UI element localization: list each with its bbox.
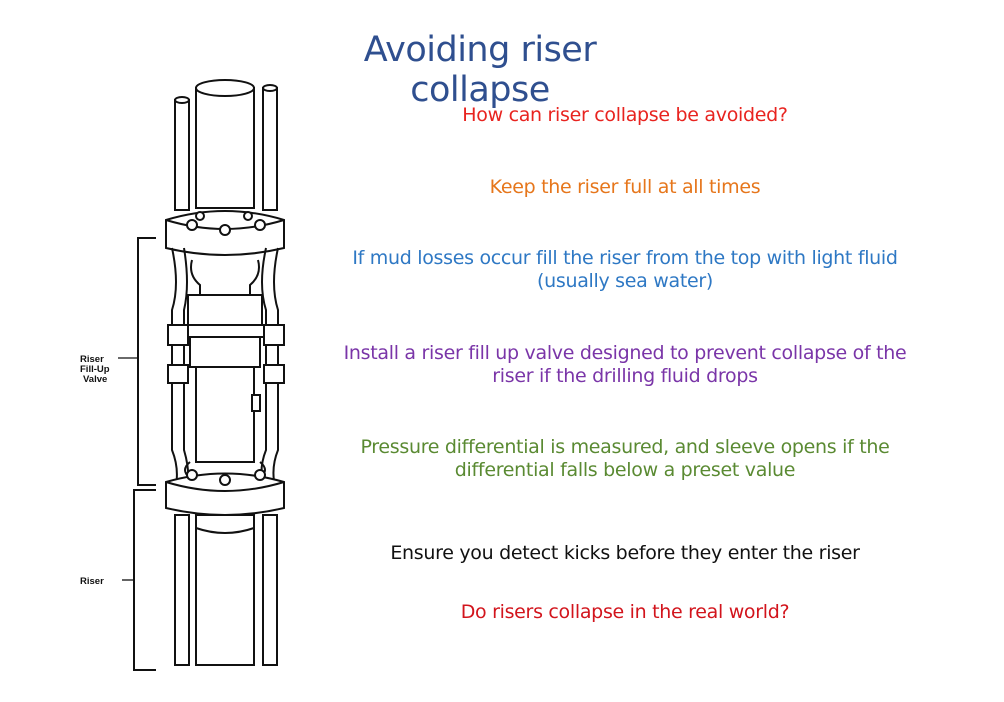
- bullet-pressure-differential: Pressure differential is measured, and s…: [360, 436, 890, 481]
- label-riser: Riser: [80, 576, 104, 587]
- label-riser-fill-up-valve-line1: Riser: [80, 354, 104, 365]
- label-riser-fill-up-valve-line2: Fill-Up: [80, 364, 110, 375]
- bullet-question-real-world: Do risers collapse in the real world?: [460, 601, 790, 623]
- label-riser-fill-up-valve-line3: Valve: [83, 374, 107, 385]
- bullet-detect-kicks: Ensure you detect kicks before they ente…: [390, 542, 860, 564]
- riser-fill-up-valve-diagram: Riser Fill-Up Valve Riser: [80, 79, 285, 671]
- bullet-question-avoid: How can riser collapse be avoided?: [462, 104, 788, 126]
- bullet-keep-full: Keep the riser full at all times: [489, 176, 761, 198]
- slide-title: Avoiding riser collapse: [363, 30, 597, 110]
- bullet-mud-losses: If mud losses occur fill the riser from …: [352, 247, 898, 292]
- bullet-fill-up-valve: Install a riser fill up valve designed t…: [343, 342, 907, 387]
